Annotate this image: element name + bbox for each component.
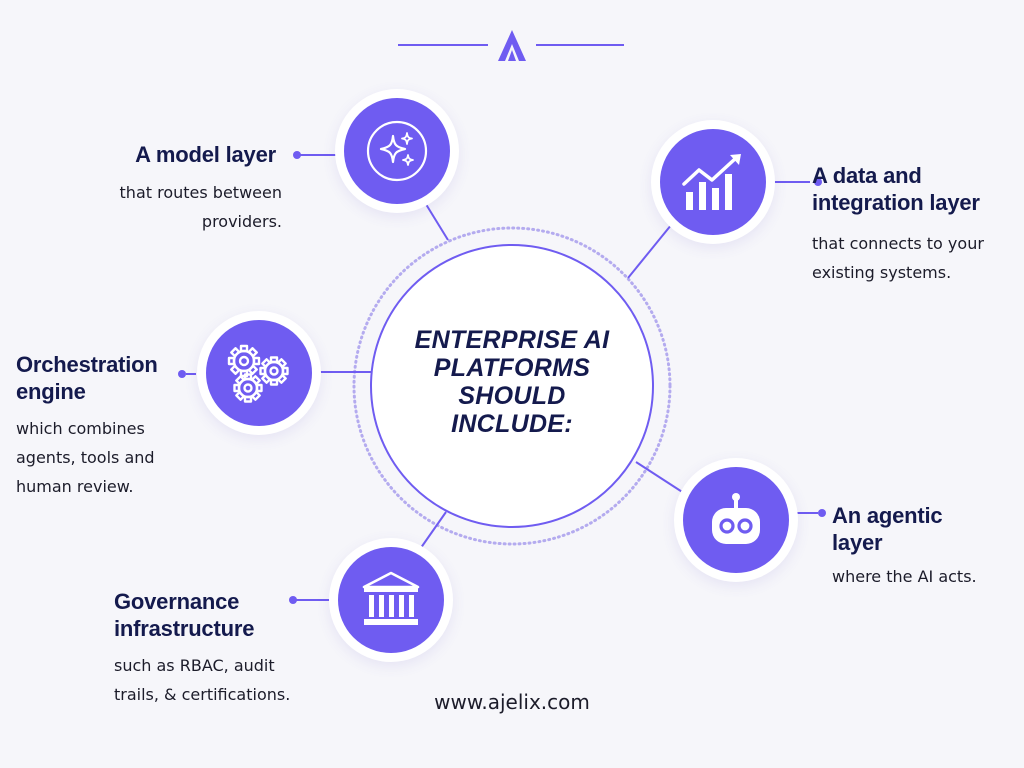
ajelix-logo bbox=[498, 30, 526, 61]
bullet-dot bbox=[289, 596, 297, 604]
center-heading-line-2: PLATFORMS bbox=[433, 354, 591, 382]
node-model-layer-icon bbox=[344, 98, 450, 204]
spoke-model-layer bbox=[423, 200, 449, 241]
node-data-layer-desc: that connects to your existing systems. bbox=[812, 234, 984, 282]
node-data-layer-icon bbox=[660, 129, 766, 235]
node-governance-desc: such as RBAC, audit trails, & certificat… bbox=[114, 656, 291, 704]
bullet-dot bbox=[814, 178, 822, 186]
gears-icon bbox=[227, 344, 289, 403]
institution-icon bbox=[362, 571, 420, 625]
node-model-layer-title: A model layer bbox=[135, 142, 276, 167]
spoke-data-layer bbox=[627, 218, 677, 279]
center-dotted-ring bbox=[352, 226, 672, 546]
center-circle bbox=[370, 244, 654, 528]
bullet-dot bbox=[293, 151, 301, 159]
sparkles-icon bbox=[366, 120, 428, 182]
node-orchestration-icon bbox=[206, 320, 312, 426]
node-agentic-layer-title: An agentic layer bbox=[832, 503, 943, 555]
bullet-dot bbox=[178, 370, 186, 378]
robot-icon bbox=[712, 493, 760, 544]
node-orchestration-desc: which combines agents, tools and human r… bbox=[16, 419, 155, 496]
node-orchestration-title: Orchestration engine bbox=[16, 352, 158, 404]
center-heading: ENTERPRISE AI PLATFORMS SHOULD INCLUDE: bbox=[396, 326, 628, 438]
growth-chart-icon bbox=[682, 154, 741, 210]
footer-url[interactable]: www.ajelix.com bbox=[434, 690, 590, 714]
center-heading-line-1: ENTERPRISE AI bbox=[414, 326, 610, 354]
spoke-agentic-layer bbox=[635, 461, 691, 498]
node-data-layer-title: A data and integration layer bbox=[812, 163, 980, 215]
node-model-layer-desc: that routes between providers. bbox=[119, 183, 282, 231]
node-agentic-layer-desc: where the AI acts. bbox=[832, 567, 977, 586]
spoke-governance bbox=[417, 511, 447, 553]
node-agentic-layer-icon bbox=[683, 467, 789, 573]
node-governance-icon bbox=[338, 547, 444, 653]
node-governance-title: Governance infrastructure bbox=[114, 589, 255, 641]
center-heading-line-3: SHOULD INCLUDE: bbox=[451, 382, 573, 438]
bullet-dot bbox=[818, 509, 826, 517]
